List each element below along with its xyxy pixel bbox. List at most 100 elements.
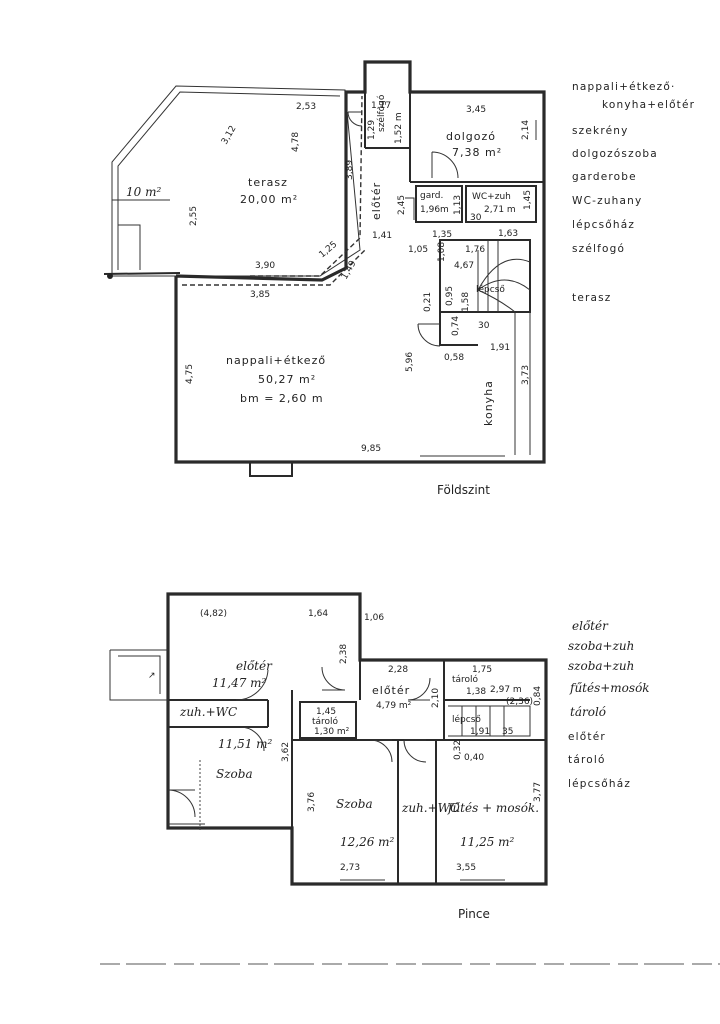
dim: 4,78	[291, 132, 301, 152]
dim: 3,55	[456, 863, 476, 873]
legend-item: lépcsőház	[572, 219, 635, 231]
room-label-konyha: konyha	[482, 380, 495, 426]
door-szelfogo	[347, 111, 363, 127]
dim: 5,96	[405, 352, 415, 372]
dim: 0,84	[533, 686, 543, 706]
dim: 3,62	[281, 742, 291, 762]
basement-stair	[448, 705, 531, 737]
room-label-wc: WC+zuh	[472, 192, 511, 202]
room-area-wc: 2,71 m	[484, 205, 516, 215]
room-label-eloter1: előtér	[236, 659, 273, 673]
room-label-nappali: nappali+étkező	[226, 354, 326, 367]
kitchen-counter	[514, 312, 531, 455]
ground-floor-plan: 2,53 3,12 4,78 2,55 3,90 3,85 1,25 1,49 …	[103, 60, 546, 497]
door-tarolo2	[407, 677, 431, 701]
dim: 3,73	[521, 365, 531, 385]
legend-item: előtér	[572, 619, 609, 633]
room-area-tarolo1: 1,30 m²	[314, 727, 350, 737]
legend-item: konyha+előtér	[602, 99, 695, 111]
dim: 2,14	[521, 120, 531, 140]
legend-item: terasz	[572, 292, 612, 304]
dim: 35	[502, 727, 513, 737]
dim: 1,45	[316, 707, 336, 717]
room-area-dolgozo: 7,38 m²	[452, 146, 502, 159]
room-label-lepcso: lépcső	[452, 714, 481, 725]
legend-item: szoba+zuh	[568, 639, 634, 653]
dim: 1,06	[364, 613, 384, 623]
room-height-nappali: bm = 2,60 m	[240, 392, 324, 405]
wall-stair-lower	[439, 312, 478, 346]
dim: 3,90	[255, 261, 275, 271]
door-zuhwc2	[403, 739, 427, 763]
room-area-eloter1: 11,47 m²	[212, 676, 267, 690]
dim: 1,91	[470, 727, 490, 737]
room-label-futes: fűtés + mosók.	[447, 801, 539, 815]
legend-item: dolgozószoba	[572, 148, 658, 160]
room-area-szoba2: 12,26 m²	[340, 835, 395, 849]
window-bay-south	[249, 461, 293, 477]
legend-item: előtér	[568, 731, 606, 743]
dim: 4,75	[185, 364, 195, 384]
dim: 30	[478, 321, 490, 331]
dim: (2,36)	[506, 697, 533, 707]
room-area-terasz: 20,00 m²	[240, 193, 298, 206]
legend-item: tároló	[568, 754, 606, 766]
door-eloter2	[321, 666, 346, 691]
door-szoba1-ext	[167, 789, 196, 818]
legend-item: fűtés+mosók	[569, 681, 650, 695]
dim: 3,85	[250, 290, 270, 300]
dim: 0,74	[451, 316, 461, 336]
dim: 3,89	[345, 160, 355, 180]
dim: 1,91	[490, 343, 510, 353]
dim: 30	[470, 213, 482, 223]
room-label-szoba1: Szoba	[216, 767, 253, 781]
door-szoba1	[239, 726, 265, 752]
room-label-terasz: terasz	[248, 176, 288, 189]
dim: 2,28	[388, 665, 408, 675]
door-gard	[405, 197, 415, 220]
dim: 1,58	[461, 292, 471, 312]
room-area-szoba1: 11,51 m²	[218, 737, 273, 751]
dim: 3,76	[307, 792, 317, 812]
ground-outer-walls	[174, 60, 546, 464]
room-label-zuhwc2: zuh.+WC	[401, 801, 459, 815]
room-label-szelfogo: szélfogó	[376, 94, 387, 132]
room-label-lepcso: lépcső	[476, 284, 505, 295]
room-label-gard: gard.	[420, 191, 443, 201]
terrace-pin	[107, 273, 113, 279]
dim: 1,13	[453, 195, 463, 215]
terrace-inner-outline	[117, 91, 341, 270]
basement-outer-walls	[166, 592, 548, 886]
dim: 2,73	[340, 863, 360, 873]
dim: 0,58	[444, 353, 464, 363]
dim: 2,38	[339, 644, 349, 664]
room-area-tarolo2: 2,97 m	[490, 685, 522, 695]
legend-item: szekrény	[572, 125, 629, 137]
dim: 3,45	[466, 105, 486, 115]
dim: 1,38	[466, 687, 486, 697]
light-well-mark: ↗	[148, 671, 156, 681]
legend-item: lépcsőház	[568, 778, 631, 790]
dim: 1,76	[465, 245, 485, 255]
dim: (4,82)	[200, 609, 227, 619]
dim: 1,63	[498, 229, 518, 239]
dim: 1,49	[340, 259, 359, 282]
dim: 2,53	[296, 102, 316, 112]
dim: 0,21	[423, 292, 433, 312]
dim: 1,08	[437, 242, 447, 262]
room-label-tarolo2: tároló	[452, 674, 479, 685]
dim: 1,25	[318, 240, 340, 261]
dim: 1,64	[308, 609, 328, 619]
basement-caption: Pince	[458, 907, 490, 921]
dim: 1,41	[372, 231, 392, 241]
door-szoba2	[369, 739, 393, 763]
terrace-step	[118, 224, 141, 270]
room-label-szoba2: Szoba	[336, 797, 373, 811]
room-label-zuh: zuh.+WC	[179, 705, 237, 719]
terrace-outline	[111, 85, 361, 277]
dim: 3,12	[220, 124, 239, 146]
wall-gard	[415, 185, 463, 223]
wall-stair	[439, 239, 531, 313]
door-dolgozo	[431, 151, 459, 179]
